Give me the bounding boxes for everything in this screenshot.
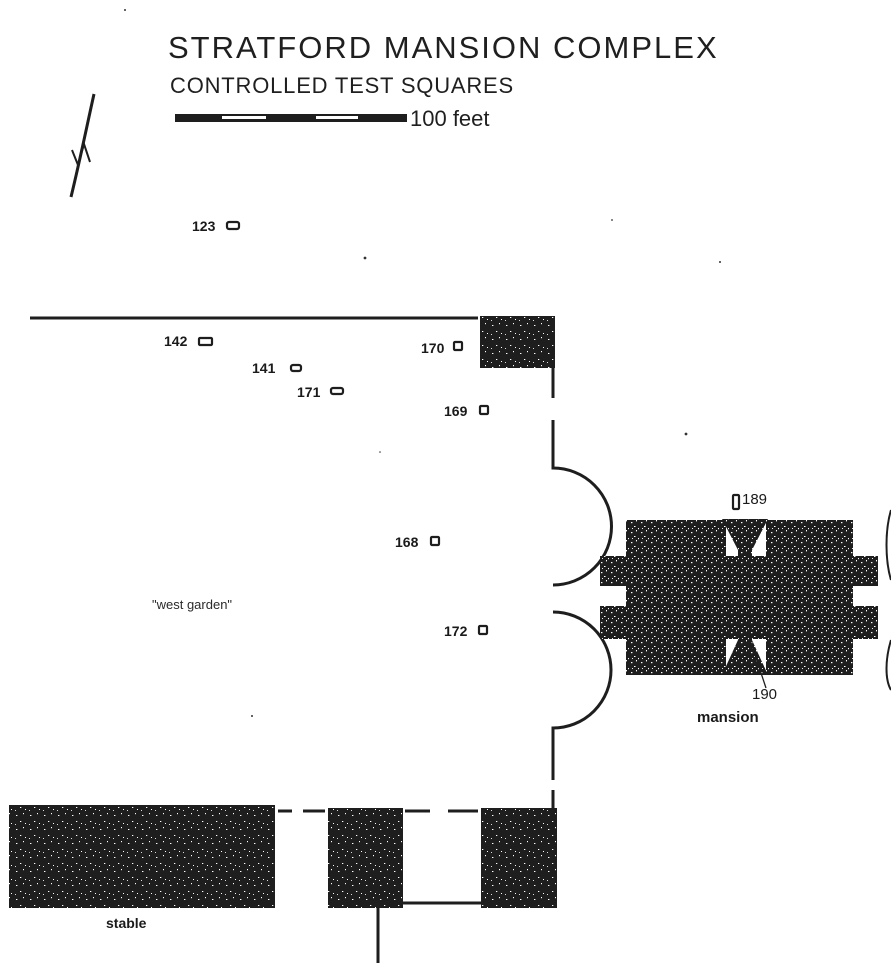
- south-east-building: [481, 808, 557, 908]
- map-subtitle: CONTROLLED TEST SQUARES: [170, 73, 514, 98]
- label-169: 169: [444, 403, 468, 419]
- test-square-142: [197, 336, 214, 347]
- label-171: 171: [297, 384, 321, 400]
- label-172: 172: [444, 623, 468, 639]
- test-square-170: [452, 340, 464, 352]
- label-mansion: mansion: [697, 709, 759, 726]
- northeast-outbuilding: [480, 316, 555, 368]
- test-square-168: [429, 535, 441, 547]
- test-square-171: [329, 386, 345, 396]
- leader-190: [749, 639, 767, 689]
- test-square-123: [225, 220, 241, 231]
- label-190: 190: [752, 686, 778, 703]
- test-square-169: [478, 404, 490, 416]
- label-189: 189: [742, 491, 768, 508]
- test-square-141: [289, 363, 303, 373]
- south-center-building: [328, 808, 403, 908]
- scale-label: 100 feet: [410, 106, 490, 131]
- label-west-garden: "west garden": [152, 597, 233, 612]
- mansion-building: [600, 509, 891, 691]
- label-stable: stable: [106, 915, 147, 931]
- test-square-172: [477, 624, 489, 636]
- garden-south-wall: [278, 809, 481, 963]
- scale-bar: [175, 114, 407, 122]
- label-142: 142: [164, 333, 188, 349]
- stable-building: [9, 805, 275, 908]
- label-141: 141: [252, 360, 276, 376]
- map-title: STRATFORD MANSION COMPLEX: [168, 30, 719, 65]
- test-square-189: [731, 493, 741, 511]
- label-123: 123: [192, 218, 216, 234]
- label-170: 170: [421, 340, 445, 356]
- label-168: 168: [395, 534, 419, 550]
- paper-specks: [124, 9, 721, 717]
- north-arrow-icon: [69, 93, 96, 198]
- garden-east-wall: [551, 368, 613, 808]
